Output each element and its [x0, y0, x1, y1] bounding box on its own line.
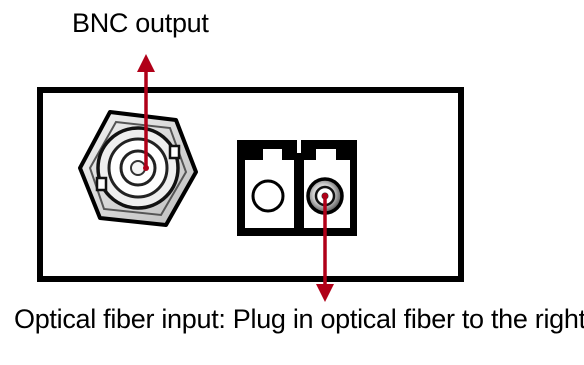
bnc-connector	[78, 110, 198, 227]
bnc-output-label: BNC output	[72, 8, 209, 38]
optical-fiber-input-label: Optical fiber input: Plug in optical fib…	[14, 304, 584, 334]
bnc-output-arrow	[137, 54, 155, 171]
fiber-socket	[237, 140, 357, 236]
fiber-input-arrow	[316, 193, 334, 302]
empty-fiber-port	[251, 179, 285, 213]
